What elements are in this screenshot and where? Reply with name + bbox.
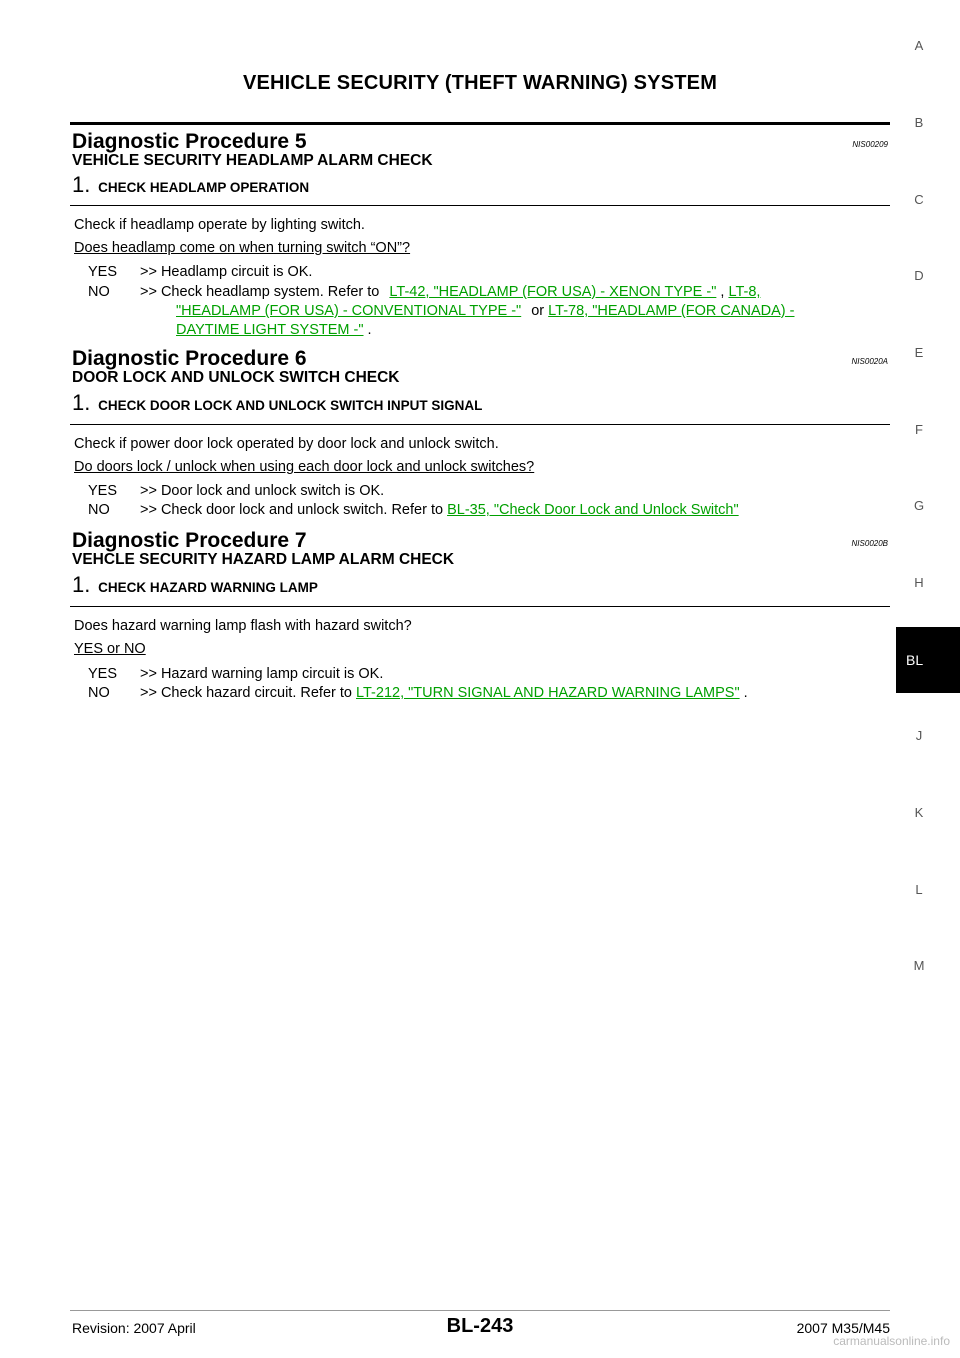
- side-index-c[interactable]: C: [914, 192, 924, 207]
- step-rule: [70, 205, 890, 206]
- link-bl-35[interactable]: BL-35, "Check Door Lock and Unlock Switc…: [447, 502, 739, 518]
- yes-text: >> Hazard warning lamp circuit is OK.: [140, 666, 384, 682]
- procedure-5-title: Diagnostic Procedure 5: [72, 130, 307, 153]
- yes-label: YES: [88, 483, 118, 499]
- no-text: >> Check headlamp system. Refer to: [140, 284, 380, 300]
- side-index-k[interactable]: K: [914, 805, 924, 820]
- procedure-5-question: Does headlamp come on when turning switc…: [74, 240, 411, 256]
- side-index-e[interactable]: E: [914, 345, 924, 360]
- link-lt-8[interactable]: LT-8,: [728, 284, 761, 300]
- link-lt-42[interactable]: LT-42, "HEADLAMP (FOR USA) - XENON TYPE …: [389, 284, 717, 300]
- procedure-7-question: YES or NO: [74, 641, 146, 657]
- yes-label: YES: [88, 264, 118, 280]
- procedure-5-code: NIS00209: [852, 140, 888, 149]
- side-index-h[interactable]: H: [914, 575, 924, 590]
- step-rule: [70, 424, 890, 425]
- side-index-a[interactable]: A: [914, 38, 924, 53]
- watermark: carmanualsonline.info: [833, 1334, 950, 1348]
- yes-text: >> Door lock and unlock switch is OK.: [140, 483, 385, 499]
- step-title: CHECK HEADLAMP OPERATION: [98, 180, 310, 195]
- procedure-6-title: Diagnostic Procedure 6: [72, 347, 307, 370]
- procedure-7-title: Diagnostic Procedure 7: [72, 529, 307, 552]
- procedure-7-instruction: Does hazard warning lamp flash with haza…: [74, 618, 412, 634]
- procedure-5-no-line-1: >> Check headlamp system. Refer to LT-42…: [140, 284, 890, 300]
- end-dot: .: [743, 685, 748, 701]
- step-number: 1.: [72, 390, 91, 415]
- side-index-m[interactable]: M: [913, 958, 925, 973]
- no-text: >> Check hazard circuit. Refer to: [140, 685, 352, 701]
- procedure-7-no-line: >> Check hazard circuit. Refer to LT-212…: [140, 685, 748, 701]
- side-index-d[interactable]: D: [914, 268, 924, 283]
- procedure-6-code: NIS0020A: [851, 357, 888, 366]
- side-index-l[interactable]: L: [915, 882, 923, 897]
- step-title: CHECK DOOR LOCK AND UNLOCK SWITCH INPUT …: [98, 398, 483, 413]
- procedure-5-no-line-2: "HEADLAMP (FOR USA) - CONVENTIONAL TYPE …: [176, 303, 795, 319]
- side-index-g[interactable]: G: [913, 498, 925, 513]
- header-rule: [70, 122, 890, 125]
- step-number: 1.: [72, 172, 91, 197]
- procedure-6-no-line: >> Check door lock and unlock switch. Re…: [140, 502, 739, 518]
- side-index-f[interactable]: F: [915, 422, 923, 437]
- footer-revision: Revision: 2007 April: [72, 1320, 196, 1336]
- footer-rule: [70, 1310, 890, 1311]
- no-text: >> Check door lock and unlock switch. Re…: [140, 502, 444, 518]
- no-label: NO: [88, 685, 110, 701]
- procedure-6-instruction: Check if power door lock operated by doo…: [74, 436, 499, 452]
- link-lt-8-title[interactable]: "HEADLAMP (FOR USA) - CONVENTIONAL TYPE …: [176, 303, 522, 319]
- side-index-b[interactable]: B: [914, 115, 924, 130]
- footer-model: 2007 M35/M45: [796, 1320, 890, 1336]
- yes-text: >> Headlamp circuit is OK.: [140, 264, 313, 280]
- procedure-7-section: VEHCLE SECURITY HAZARD LAMP ALARM CHECK: [72, 551, 455, 568]
- link-lt-78[interactable]: LT-78, "HEADLAMP (FOR CANADA) -: [548, 303, 795, 319]
- procedure-6-step: 1. CHECK DOOR LOCK AND UNLOCK SWITCH INP…: [72, 390, 482, 416]
- step-rule: [70, 606, 890, 607]
- comma: ,: [720, 284, 725, 300]
- side-index-j[interactable]: J: [915, 728, 923, 743]
- no-label: NO: [88, 502, 110, 518]
- link-lt-78-cont[interactable]: DAYTIME LIGHT SYSTEM -": [176, 322, 364, 338]
- step-title: CHECK HAZARD WARNING LAMP: [98, 580, 318, 595]
- footer-page-number: BL-243: [446, 1315, 514, 1337]
- procedure-6-section: DOOR LOCK AND UNLOCK SWITCH CHECK: [72, 369, 400, 386]
- yes-label: YES: [88, 666, 118, 682]
- procedure-5-step: 1. CHECK HEADLAMP OPERATION: [72, 172, 309, 198]
- end-dot: .: [367, 322, 372, 338]
- link-lt-212[interactable]: LT-212, "TURN SIGNAL AND HAZARD WARNING …: [356, 685, 740, 701]
- side-index-bl-active[interactable]: BL: [896, 627, 960, 693]
- step-number: 1.: [72, 572, 91, 597]
- no-label: NO: [88, 284, 110, 300]
- procedure-5-no-line-3: DAYTIME LIGHT SYSTEM -" .: [176, 322, 372, 338]
- page-title: VEHICLE SECURITY (THEFT WARNING) SYSTEM: [242, 72, 718, 94]
- procedure-5-instruction: Check if headlamp operate by lighting sw…: [74, 217, 365, 233]
- or-text: or: [531, 303, 545, 319]
- procedure-6-question: Do doors lock / unlock when using each d…: [74, 459, 535, 475]
- procedure-5-section: VEHICLE SECURITY HEADLAMP ALARM CHECK: [72, 152, 433, 169]
- procedure-7-step: 1. CHECK HAZARD WARNING LAMP: [72, 572, 318, 598]
- procedure-7-code: NIS0020B: [851, 539, 888, 548]
